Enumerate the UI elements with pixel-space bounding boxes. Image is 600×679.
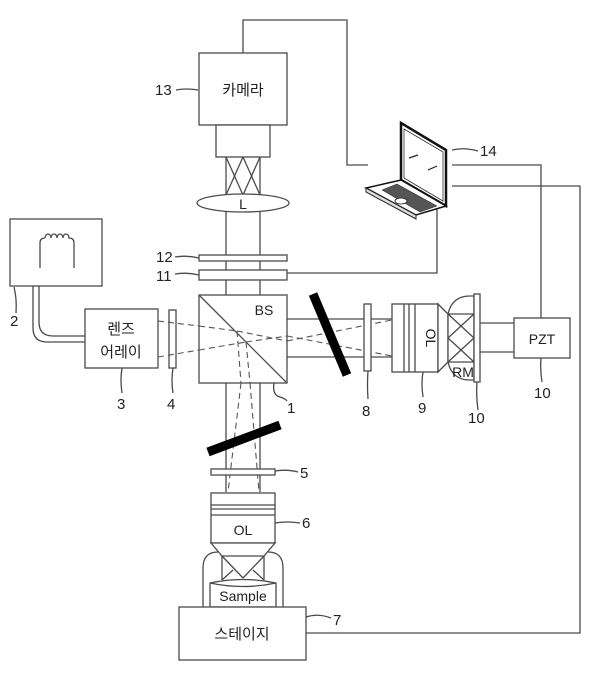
pzt (513, 317, 571, 359)
plate-8 (363, 303, 372, 372)
leader-8 (366, 370, 369, 400)
ref-5: 5 (300, 465, 308, 482)
beam-splitter: BS (198, 294, 288, 384)
leader-12 (174, 255, 200, 259)
leader-3 (120, 367, 123, 394)
wire-laptop-pzt (452, 164, 542, 318)
ref-10-rm: 10 (468, 410, 485, 427)
leader-1 (272, 382, 288, 402)
ref-3: 3 (117, 396, 125, 413)
filament-icon (39, 233, 75, 268)
lens-l (196, 193, 290, 213)
leader-10-rm (476, 381, 479, 411)
tilted-plate-vertical (206, 420, 282, 457)
reference-objective-label: OL (423, 329, 439, 348)
ref-4: 4 (167, 396, 175, 413)
leader-10-pzt (540, 357, 543, 383)
sample-objective: OL (209, 492, 277, 581)
filter-12 (198, 254, 288, 262)
sample: Sample (209, 578, 277, 608)
camera-adapter (215, 124, 271, 158)
leader-9 (421, 371, 424, 398)
ref-1: 1 (287, 400, 295, 417)
leader-2 (13, 286, 17, 314)
ref-6: 6 (302, 515, 310, 532)
filter-11 (198, 269, 288, 281)
reference-objective: OL (391, 302, 449, 374)
ref-2: 2 (10, 313, 18, 330)
sample-label: Sample (219, 588, 267, 604)
reference-mirror-label: RM (452, 364, 474, 380)
laptop-icon (363, 120, 448, 220)
ref-8: 8 (362, 403, 370, 420)
leader-13 (175, 88, 199, 91)
lens-array-label-1: 렌즈 (107, 320, 135, 338)
plate-4 (168, 309, 177, 369)
wire-laptop-filter11 (287, 202, 438, 274)
plate-5 (210, 468, 276, 476)
ref-10-pzt: 10 (534, 385, 551, 402)
ref-14: 14 (480, 143, 497, 160)
light-source (9, 218, 103, 287)
ref-11: 11 (156, 268, 172, 285)
sample-objective-label: OL (234, 522, 253, 538)
camera-body (198, 52, 288, 126)
sample-objective-body (210, 492, 276, 544)
leader-6 (274, 521, 301, 524)
leader-14 (451, 148, 479, 152)
lens-l-label: L (239, 196, 247, 212)
reference-mirror: RM (447, 293, 481, 383)
lens-array (84, 308, 159, 369)
camera: 카메라 (198, 52, 288, 196)
stage-label: 스테이지 (214, 625, 269, 643)
leader-4 (171, 367, 174, 394)
light-source-box (9, 218, 103, 287)
reference-mirror-plate (473, 293, 481, 383)
leader-5 (274, 469, 299, 473)
ref-12: 12 (156, 249, 173, 266)
ref-9: 9 (418, 400, 426, 417)
ref-7: 7 (333, 612, 341, 629)
fiber-cable (32, 286, 85, 343)
wire-camera-laptop (242, 19, 368, 166)
pzt-label: PZT (529, 331, 556, 347)
leader-11 (174, 272, 200, 276)
beam-splitter-label: BS (255, 302, 274, 318)
sample-housing (202, 551, 219, 607)
wire-laptop-stage (306, 185, 581, 634)
ref-13: 13 (155, 82, 172, 99)
leader-7 (305, 614, 332, 619)
stage (178, 606, 307, 661)
camera-label: 카메라 (222, 81, 264, 99)
lens-array-label-2: 어레이 (100, 343, 141, 361)
tilted-plate-horizontal (308, 292, 352, 377)
